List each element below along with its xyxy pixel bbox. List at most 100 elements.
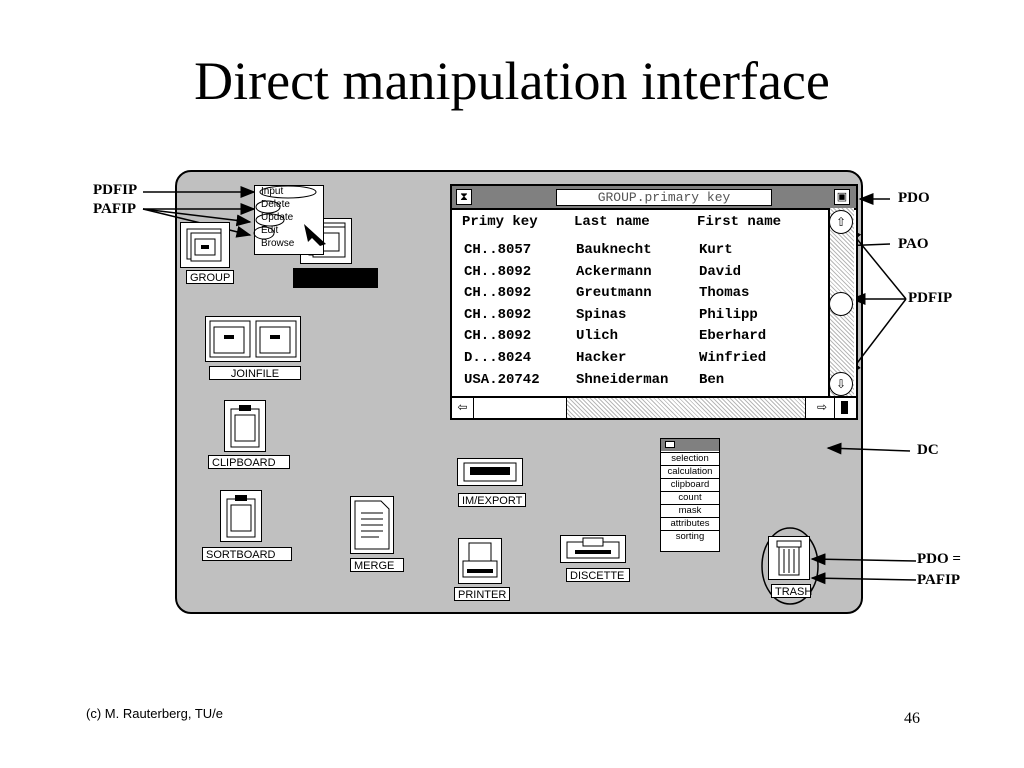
dc-arrow bbox=[826, 442, 911, 455]
op-attributes[interactable]: attributes bbox=[661, 517, 719, 530]
trash-icon[interactable] bbox=[768, 536, 810, 580]
callout-pdfip-left: PDFIP bbox=[93, 182, 138, 198]
object-popup-menu: Input Delete Update Edit Browse bbox=[254, 185, 324, 255]
group-label: GROUP bbox=[186, 270, 235, 284]
menu-titlebar bbox=[661, 439, 719, 451]
folder-stack-icon bbox=[186, 228, 222, 262]
op-sorting[interactable]: sorting bbox=[661, 530, 719, 543]
table-cell[interactable]: Ben bbox=[699, 372, 725, 388]
trash-highlight bbox=[761, 527, 819, 605]
joinfile-icon[interactable] bbox=[205, 316, 301, 362]
window-title: GROUP.primary key bbox=[556, 189, 772, 206]
table-cell[interactable]: CH..8092 bbox=[464, 264, 532, 280]
tape-drive-icon bbox=[463, 462, 517, 482]
table-cell[interactable]: Eberhard bbox=[699, 328, 767, 344]
trash-can-icon bbox=[776, 540, 802, 576]
table-window: ⧗ GROUP.primary key ▣ Primy key Last nam… bbox=[450, 184, 858, 420]
collapse-icon[interactable]: ⧗ bbox=[456, 189, 472, 205]
window-titlebar[interactable]: ⧗ GROUP.primary key ▣ bbox=[452, 186, 856, 210]
table-cell[interactable]: CH..8092 bbox=[464, 307, 532, 323]
scroll-right-icon[interactable]: ⇨ bbox=[816, 400, 828, 414]
joinfile-label: JOINFILE bbox=[209, 366, 301, 380]
operations-menu: selection calculation clipboard count ma… bbox=[660, 438, 720, 552]
callout-pao: PAO bbox=[898, 236, 929, 252]
merge-label: MERGE bbox=[350, 558, 404, 572]
table-cell[interactable]: Thomas bbox=[699, 285, 750, 301]
discette-label: DISCETTE bbox=[566, 568, 630, 582]
table-cell[interactable]: Philipp bbox=[699, 307, 758, 323]
table-cell[interactable]: Winfried bbox=[699, 350, 767, 366]
scroll-down-icon[interactable]: ⇩ bbox=[829, 372, 853, 396]
document-icon bbox=[354, 500, 390, 550]
resize-box-icon[interactable] bbox=[834, 398, 854, 418]
scroll-up-icon[interactable]: ⇧ bbox=[829, 210, 853, 234]
page-number: 46 bbox=[904, 710, 920, 727]
table-cell[interactable]: Ulich bbox=[576, 328, 619, 344]
pafip-arrow-2 bbox=[142, 208, 252, 227]
menu-item-input[interactable]: Input bbox=[261, 186, 284, 197]
col-header-first-name[interactable]: First name bbox=[697, 214, 782, 230]
trash-label: TRASH bbox=[771, 584, 812, 598]
table-cell[interactable]: Greutmann bbox=[576, 285, 652, 301]
close-box-icon[interactable] bbox=[665, 441, 675, 448]
disk-drive-icon bbox=[566, 537, 620, 559]
callout-dc: DC bbox=[917, 442, 939, 458]
menu-item-delete[interactable]: Delete bbox=[261, 199, 290, 210]
vertical-scrollbar[interactable]: ⇧ ⇩ bbox=[828, 208, 854, 396]
clipboard-glyph-icon bbox=[226, 495, 256, 538]
scroll-thumb-icon[interactable] bbox=[829, 292, 853, 316]
op-mask[interactable]: mask bbox=[661, 504, 719, 517]
horizontal-track[interactable] bbox=[566, 398, 806, 418]
zoom-box-icon[interactable]: ▣ bbox=[834, 189, 850, 205]
callout-pafip-right: PAFIP bbox=[917, 572, 961, 588]
slide-title: Direct manipulation interface bbox=[194, 51, 830, 111]
table-cell[interactable]: Kurt bbox=[699, 242, 733, 258]
sortboard-icon[interactable] bbox=[220, 490, 262, 542]
callout-pdo: PDO bbox=[898, 190, 930, 206]
drag-target-bar[interactable] bbox=[293, 268, 378, 288]
table-cell[interactable]: Spinas bbox=[576, 307, 627, 323]
table-cell[interactable]: USA.20742 bbox=[464, 372, 540, 388]
table-cell[interactable]: D...8024 bbox=[464, 350, 532, 366]
im-export-icon[interactable] bbox=[457, 458, 523, 486]
callout-pafip-left: PAFIP bbox=[93, 201, 137, 217]
horizontal-scrollbar[interactable]: ⇦ ⇨ bbox=[452, 396, 856, 418]
table-cell[interactable]: Ackermann bbox=[576, 264, 652, 280]
pafip-right-arrow bbox=[810, 572, 917, 585]
footer-credit: (c) M. Rauterberg, TU/e bbox=[86, 706, 224, 721]
clipboard-glyph-icon bbox=[230, 405, 260, 448]
op-selection[interactable]: selection bbox=[661, 452, 719, 465]
clipboard-icon[interactable] bbox=[224, 400, 266, 452]
pointer-arrow-icon bbox=[304, 224, 326, 246]
pdo-eq-arrow bbox=[810, 553, 917, 566]
printer-glyph-icon bbox=[462, 542, 498, 578]
callout-pdo-eq: PDO = bbox=[917, 551, 961, 567]
table-cell[interactable]: CH..8057 bbox=[464, 242, 532, 258]
table-cell[interactable]: Bauknecht bbox=[576, 242, 652, 258]
discette-icon[interactable] bbox=[560, 535, 626, 563]
table-cell[interactable]: CH..8092 bbox=[464, 328, 532, 344]
table-cell[interactable]: Hacker bbox=[576, 350, 627, 366]
op-calculation[interactable]: calculation bbox=[661, 465, 719, 478]
op-count[interactable]: count bbox=[661, 491, 719, 504]
sortboard-label: SORTBOARD bbox=[202, 547, 292, 561]
col-header-primary-key[interactable]: Primy key bbox=[462, 214, 538, 230]
im-export-label: IM/EXPORT bbox=[458, 493, 526, 507]
op-clipboard[interactable]: clipboard bbox=[661, 478, 719, 491]
clipboard-label: CLIPBOARD bbox=[208, 455, 290, 469]
col-header-last-name[interactable]: Last name bbox=[574, 214, 650, 230]
table-cell[interactable]: Shneiderman bbox=[576, 372, 669, 388]
group-icon[interactable] bbox=[180, 222, 230, 268]
joined-folders-icon bbox=[209, 320, 297, 358]
printer-label: PRINTER bbox=[454, 587, 510, 601]
menu-item-update[interactable]: Update bbox=[261, 212, 294, 223]
table-cell[interactable]: CH..8092 bbox=[464, 285, 532, 301]
menu-item-browse[interactable]: Browse bbox=[261, 238, 295, 249]
printer-icon[interactable] bbox=[458, 538, 502, 584]
scroll-left-icon[interactable]: ⇦ bbox=[452, 398, 474, 418]
merge-icon[interactable] bbox=[350, 496, 394, 554]
menu-ovals bbox=[253, 185, 326, 246]
table-cell[interactable]: David bbox=[699, 264, 742, 280]
callout-pdfip-right: PDFIP bbox=[908, 290, 953, 306]
menu-item-edit[interactable]: Edit bbox=[261, 225, 279, 236]
